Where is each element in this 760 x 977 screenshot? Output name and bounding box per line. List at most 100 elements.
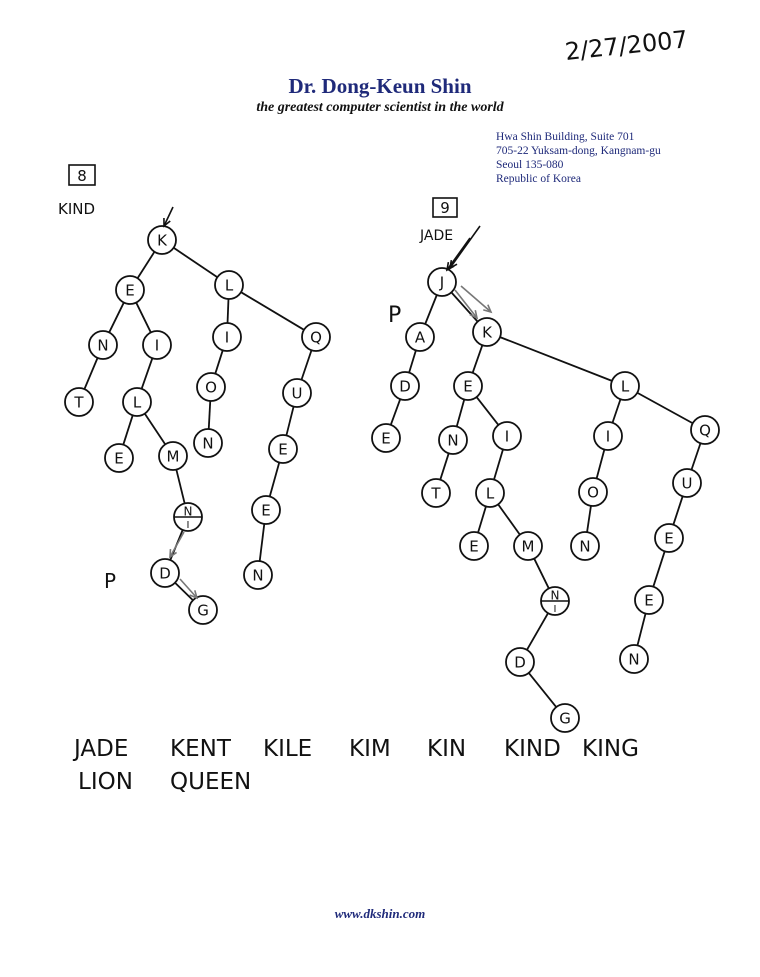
tree-node-label: E — [644, 592, 653, 610]
pointer-arrow-head — [483, 304, 493, 314]
diagram-9-number-box — [432, 197, 458, 218]
word-list-item: KIN — [427, 736, 466, 762]
tree-edge — [499, 336, 613, 382]
tree-node-label: I — [554, 604, 557, 615]
tree-node-label: E — [381, 430, 390, 448]
word-list-item: LION — [78, 769, 133, 795]
tree-node-circle — [142, 330, 172, 360]
tree-node-label: E — [664, 530, 673, 548]
tree-edge — [144, 413, 166, 445]
author-tagline: the greatest computer scientist in the w… — [256, 100, 504, 115]
tree-node-label: N — [202, 435, 213, 453]
tree-edge — [475, 396, 500, 426]
tree-node-circle — [188, 595, 218, 625]
tree-node-circle — [301, 322, 331, 352]
tree-node-circle — [122, 387, 152, 417]
tree-edge — [122, 415, 134, 445]
tree-node-circle — [150, 558, 180, 588]
tree-edge — [83, 357, 99, 390]
tree-node-circle — [147, 225, 177, 255]
tree-edge — [586, 505, 592, 533]
tree-edge — [240, 291, 305, 331]
tree-node-label: L — [225, 277, 234, 295]
tree-edge — [408, 350, 417, 373]
tree-node-circle — [610, 371, 640, 401]
tree-node-circle — [104, 443, 134, 473]
diagram-8-word: KIND — [58, 200, 95, 218]
tree-node-circle — [158, 441, 188, 471]
tree-node-label: G — [197, 602, 209, 620]
pointer-arrow-shaft — [163, 206, 174, 227]
tree-node-label: I — [505, 428, 509, 446]
tree-edge — [636, 613, 647, 646]
tree-edge — [108, 302, 125, 333]
tree-edge — [690, 442, 702, 471]
tree-edge — [497, 503, 521, 536]
tree-node-label: N — [579, 538, 590, 556]
word-list-item: KILE — [263, 736, 312, 762]
handwritten-date: 2/27/2007 — [564, 25, 689, 66]
diagram-9-edges — [389, 291, 702, 708]
tree-node-circle — [371, 423, 401, 453]
tree-node-circle — [421, 478, 451, 508]
tree-node-circle — [472, 317, 502, 347]
tree-node-label: L — [133, 394, 142, 412]
pointer-arrow-shaft — [446, 237, 471, 271]
tree-edge — [258, 523, 266, 562]
tree-node-circle — [505, 647, 535, 677]
tree-node-label: O — [205, 379, 217, 397]
tree-edge — [214, 350, 224, 374]
tree-node-circle — [438, 425, 468, 455]
address-line-2: 705-22 Yuksam-dong, Kangnam-gu — [496, 145, 661, 157]
tree-node-label: E — [463, 378, 472, 396]
tree-node-circle — [459, 531, 489, 561]
word-list-item: QUEEN — [170, 769, 251, 795]
tree-node-circle — [619, 644, 649, 674]
pointer-arrow-shaft — [454, 289, 478, 319]
diagram-8-number: 8 — [77, 167, 87, 185]
tree-edge — [477, 506, 487, 533]
tree-edge — [471, 344, 484, 374]
tree-node-circle — [196, 372, 226, 402]
tree-edge — [140, 357, 154, 390]
author-name: Dr. Dong-Keun Shin — [288, 74, 472, 98]
tree-node-label: T — [73, 394, 84, 412]
word-list: JADE KENT KILE KIM KIN KIND KING LION QU… — [72, 736, 639, 795]
tree-node-circle — [251, 495, 281, 525]
tree-node-circle — [570, 531, 600, 561]
tree-edge — [175, 469, 186, 504]
tree-node-label: N — [252, 567, 263, 585]
tree-node-label: N — [628, 651, 639, 669]
tree-node-label: O — [587, 484, 599, 502]
tree-node-label: I — [155, 337, 159, 355]
tree-node-circle — [578, 477, 608, 507]
pointer-arrow-shaft — [449, 225, 481, 269]
tree-edge — [533, 558, 550, 589]
tree-node-label: J — [439, 274, 444, 292]
tree-node-circle — [513, 531, 543, 561]
tree-node-label: E — [278, 441, 287, 459]
address-line-4: Republic of Korea — [496, 173, 581, 185]
tree-node-circle — [550, 703, 580, 733]
tree-node-label: I — [606, 428, 610, 446]
tree-node-label: Q — [310, 329, 322, 347]
diagram-8-number-box — [68, 164, 96, 186]
tree-node-label: L — [621, 378, 630, 396]
tree-node-label: E — [125, 282, 134, 300]
pointer-arrow-head — [189, 590, 199, 600]
diagram-9-arrows — [445, 225, 493, 320]
tree-node-circle — [672, 468, 702, 498]
tree-node-label: D — [399, 378, 411, 396]
word-list-item: KIND — [504, 736, 561, 762]
tree-node-circle — [654, 523, 684, 553]
word-list-item: KIM — [349, 736, 391, 762]
tree-node-label: K — [157, 232, 168, 250]
tree-edge — [455, 399, 466, 427]
tree-edge — [285, 406, 295, 436]
tree-node-label: D — [514, 654, 526, 672]
tree-node-label: E — [114, 450, 123, 468]
tree-node-circle — [212, 322, 242, 352]
